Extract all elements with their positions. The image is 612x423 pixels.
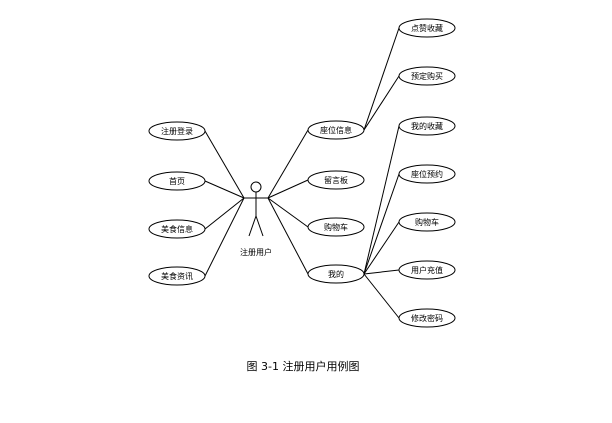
use-case-ellipse bbox=[398, 212, 456, 232]
use-case-ellipse bbox=[307, 264, 365, 284]
use-case-ellipse bbox=[307, 217, 365, 237]
figure-caption: 图 3-1 注册用户用例图 bbox=[247, 359, 360, 373]
association-lines bbox=[204, 27, 400, 319]
use-case-label: 座位预约 bbox=[411, 169, 443, 179]
actor-right-leg bbox=[255, 215, 264, 237]
use-case-label: 购物车 bbox=[415, 217, 439, 227]
use-case-ellipse bbox=[307, 170, 365, 190]
assoc-line-cart bbox=[267, 197, 309, 228]
use-case-ellipse bbox=[398, 260, 456, 280]
assoc-line-change-password bbox=[363, 273, 400, 319]
actor-label: 注册用户 bbox=[240, 247, 272, 257]
use-case-label: 美食信息 bbox=[161, 224, 193, 234]
assoc-line-seat-info bbox=[267, 129, 309, 199]
use-case-label: 座位信息 bbox=[320, 125, 352, 135]
use-case-change-password[interactable]: 修改密码 bbox=[398, 308, 456, 328]
actor-head bbox=[250, 181, 262, 193]
use-case-register-login[interactable]: 注册登录 bbox=[148, 121, 206, 141]
use-case-home[interactable]: 首页 bbox=[148, 171, 206, 191]
assoc-line-mine-cart bbox=[363, 221, 400, 275]
use-case-food-news[interactable]: 美食资讯 bbox=[148, 266, 206, 286]
use-case-mine[interactable]: 我的 bbox=[307, 264, 365, 284]
use-case-label: 注册登录 bbox=[161, 126, 193, 136]
use-case-ellipse bbox=[398, 308, 456, 328]
use-case-label: 预定购买 bbox=[411, 71, 443, 81]
use-case-label: 修改密码 bbox=[411, 313, 443, 323]
assoc-line-message-board bbox=[267, 179, 309, 199]
use-case-message-board[interactable]: 留言板 bbox=[307, 170, 365, 190]
assoc-line-register-login bbox=[204, 130, 245, 199]
assoc-line-home bbox=[204, 180, 245, 199]
assoc-line-reserve-purchase bbox=[363, 75, 400, 131]
use-case-seat-info[interactable]: 座位信息 bbox=[307, 120, 365, 140]
assoc-line-recharge bbox=[363, 269, 400, 275]
use-case-reserve-purchase[interactable]: 预定购买 bbox=[398, 66, 456, 86]
use-case-ellipse bbox=[148, 171, 206, 191]
assoc-line-food-info bbox=[204, 197, 245, 230]
use-case-label: 购物车 bbox=[324, 222, 348, 232]
use-case-label: 我的收藏 bbox=[411, 121, 443, 131]
actor-left-leg bbox=[248, 215, 257, 237]
actor-stick-figure bbox=[244, 181, 268, 237]
use-case-label: 首页 bbox=[169, 176, 185, 186]
use-case-label: 点赞收藏 bbox=[411, 23, 443, 33]
use-case-ellipse bbox=[398, 18, 456, 38]
use-case-label: 美食资讯 bbox=[161, 271, 193, 281]
use-case-ellipse bbox=[307, 120, 365, 140]
use-case-ellipse bbox=[148, 121, 206, 141]
assoc-line-like-favorite bbox=[363, 27, 400, 131]
use-case-food-info[interactable]: 美食信息 bbox=[148, 219, 206, 239]
use-case-seat-reservation[interactable]: 座位预约 bbox=[398, 164, 456, 184]
use-case-ellipse bbox=[398, 164, 456, 184]
assoc-line-food-news bbox=[204, 197, 245, 277]
use-case-like-favorite[interactable]: 点赞收藏 bbox=[398, 18, 456, 38]
use-case-cart[interactable]: 购物车 bbox=[307, 217, 365, 237]
use-case-ellipse bbox=[398, 66, 456, 86]
use-case-recharge[interactable]: 用户充值 bbox=[398, 260, 456, 280]
use-case-label: 用户充值 bbox=[411, 265, 443, 275]
use-case-label: 留言板 bbox=[324, 175, 348, 185]
use-case-mine-cart[interactable]: 购物车 bbox=[398, 212, 456, 232]
assoc-line-seat-reservation bbox=[363, 173, 400, 275]
use-case-ellipse bbox=[398, 116, 456, 136]
assoc-line-mine bbox=[267, 197, 309, 275]
use-case-ellipse bbox=[148, 266, 206, 286]
use-case-my-favorites[interactable]: 我的收藏 bbox=[398, 116, 456, 136]
use-case-ellipse bbox=[148, 219, 206, 239]
use-case-label: 我的 bbox=[328, 269, 344, 279]
assoc-line-my-favorites bbox=[363, 125, 400, 275]
